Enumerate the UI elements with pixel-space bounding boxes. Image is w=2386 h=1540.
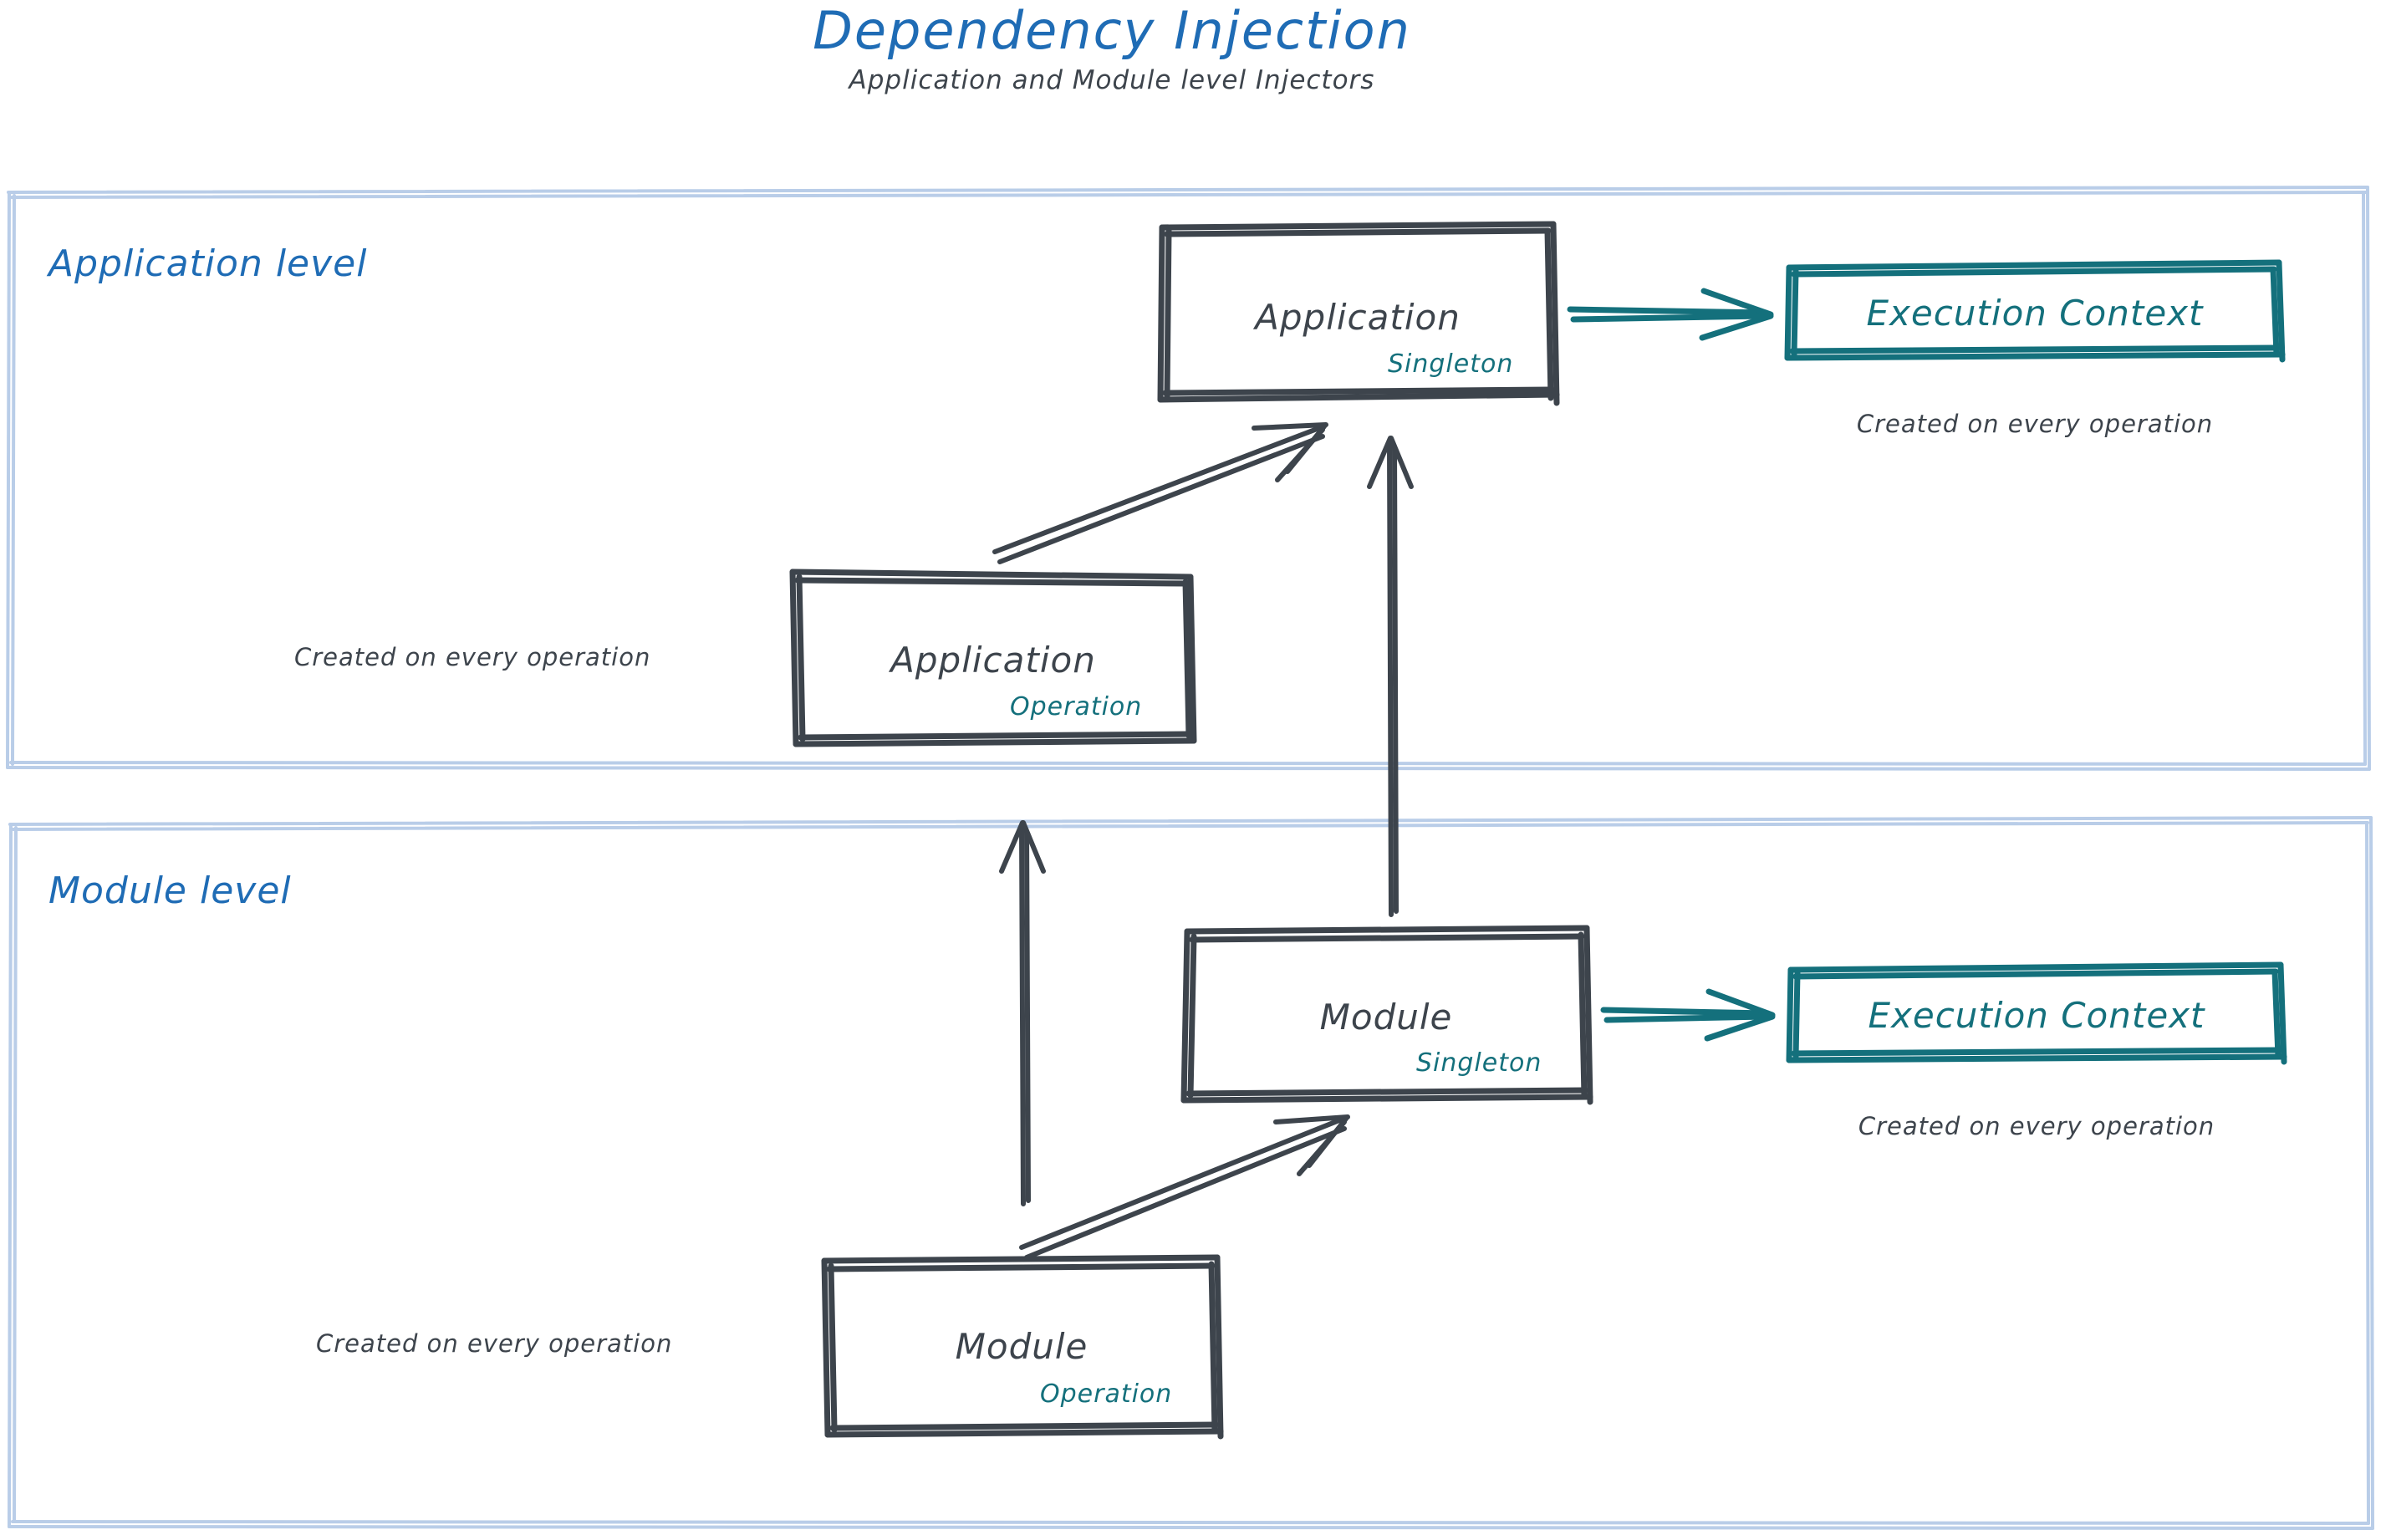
arrow-app-singleton-to-exec-ctx (1567, 288, 1774, 341)
arrow-module-singleton-to-exec-ctx (1600, 988, 1776, 1042)
node-box-application-execution-context[interactable] (1784, 259, 2286, 363)
arrow-module-singleton-to-app-singleton (1367, 436, 1414, 917)
arrow-module-operation-to-module-singleton (1019, 1114, 1350, 1260)
node-box-module-execution-context[interactable] (1786, 961, 2287, 1065)
node-box-application-singleton[interactable] (1157, 221, 1560, 406)
panel-module-level-border (8, 816, 2374, 1530)
arrow-app-operation-to-app-singleton (992, 422, 1328, 564)
node-box-module-singleton[interactable] (1180, 925, 1593, 1105)
node-box-module-operation[interactable] (821, 1254, 1224, 1440)
panel-application-level-border (6, 186, 2371, 771)
arrow-module-operation-to-app-operation (999, 820, 1046, 1206)
node-box-application-operation[interactable] (789, 569, 1197, 747)
